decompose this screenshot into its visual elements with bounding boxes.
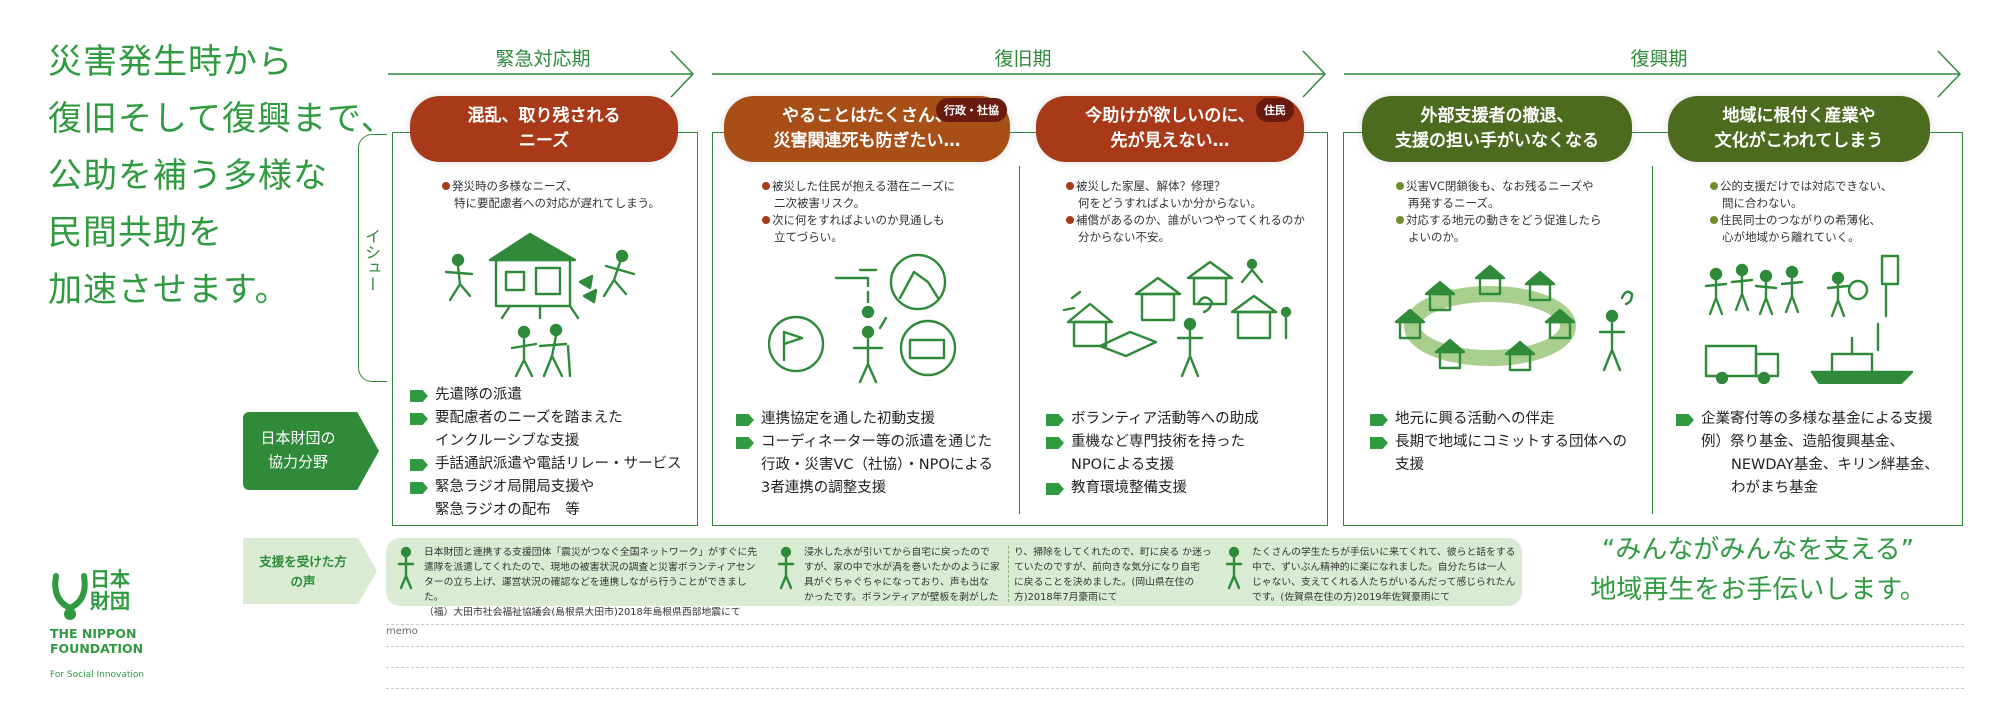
voices-divider <box>1008 546 1009 602</box>
person-icon <box>777 546 795 590</box>
memo-line <box>386 688 1964 689</box>
voice-1: 日本財団と連携する支援団体「震災がつなぐ全国ネットワーク」がすぐに先遣隊を派遣し… <box>424 547 758 618</box>
voices-label: 支援を受けた方の声 <box>259 554 347 589</box>
issue-label: イシュー <box>362 228 381 292</box>
phase-label-recovery: 復旧期 <box>994 48 1052 70</box>
phase-label-reconstruction: 復興期 <box>1630 48 1688 70</box>
headline-line: 民間共助を <box>48 213 223 253</box>
voice-3: り、掃除をしてくれたので、町に戻る か迷っていたのですが、前向きな気分になり自宅… <box>1014 547 1212 603</box>
arrow-icon <box>410 390 428 402</box>
bullet-icon <box>1710 182 1718 190</box>
slogan: “みんながみんなを支える” 地域再生をお手伝いします。 <box>1548 530 1968 610</box>
arrow-icon <box>736 414 754 426</box>
arrow-icon <box>1370 437 1388 449</box>
support-list-residents: ボランティア活動等への助成 重機など専門技術を持った NPOによる支援 教育環境… <box>1046 408 1336 500</box>
issue-list-emergency: 発災時の多様なニーズ、 特に要配慮者への対応が遅れてしまう。 <box>442 178 692 212</box>
evacuation-illustration <box>444 232 636 378</box>
bullet-icon <box>1066 216 1074 224</box>
logo-japanese: 日本財団 <box>90 567 130 613</box>
column-title-residents: 今助けが欲しいのに、先が見えない… <box>1036 96 1304 162</box>
residents-illustration <box>1062 258 1292 378</box>
memo-line <box>386 624 1964 625</box>
phase-arrows <box>388 50 1962 98</box>
arrow-icon <box>1046 414 1064 426</box>
voices-badge <box>243 538 377 604</box>
bullet-icon <box>762 216 770 224</box>
headline: 災害発生時から 復旧そして復興まで、 公助を補う多様な 民間共助を 加速させます… <box>48 34 396 319</box>
person-icon <box>397 546 415 590</box>
column-title-emergency: 混乱、取り残されるニーズ <box>410 96 678 162</box>
recovery-box <box>712 132 1328 526</box>
community-illustration <box>1394 264 1634 372</box>
voice-4: たくさんの学生たちが手伝いに来てくれて、彼らと話をする中で、ずいぶん精神的に楽に… <box>1252 547 1516 603</box>
arrow-icon <box>1046 437 1064 449</box>
cooperation-label-line: 日本財団の <box>260 429 336 447</box>
slogan-line: “みんながみんなを支える” <box>1601 535 1915 565</box>
memo-label: memo <box>386 626 418 637</box>
memo-line <box>386 667 1964 668</box>
voice-2: 浸水した水が引いてから自宅に戻ったのですが、家の中で水が渦を巻いたかのように家具… <box>804 547 1000 603</box>
memo-line <box>386 646 1964 647</box>
cooperation-label-line: 協力分野 <box>267 453 328 471</box>
support-list-culture: 企業寄付等の多様な基金による支援 例）祭り基金、造船復興基金、 NEWDAY基金… <box>1676 408 1962 500</box>
nippon-foundation-logo-icon <box>52 573 88 620</box>
headline-line: 公助を補う多様な <box>48 156 328 196</box>
arrow-icon <box>1370 414 1388 426</box>
slogan-line: 地域再生をお手伝いします。 <box>1590 575 1926 605</box>
arrow-icon <box>736 437 754 449</box>
support-list-government: 連携協定を通した初動支援 コーディネーター等の派遣を通じた 行政・災害VC（社協… <box>736 408 1026 500</box>
cooperation-area-badge <box>243 412 379 490</box>
issue-list-external: 災害VC閉鎖後も、なお残るニーズや 再発するニーズ。 対応する地元の動きをどう促… <box>1396 178 1646 246</box>
support-list-emergency: 先遣隊の派遣 要配慮者のニーズを踏まえた インクルーシブな支援 手話通訳派遣や電… <box>410 384 710 522</box>
arrow-icon <box>410 459 428 471</box>
person-icon <box>1225 546 1243 590</box>
bullet-icon <box>1066 182 1074 190</box>
coordination-illustration <box>768 253 957 384</box>
emergency-box <box>392 132 698 526</box>
issue-bracket <box>358 134 387 382</box>
recovery-divider <box>1019 166 1020 514</box>
bullet-icon <box>1396 182 1404 190</box>
issue-list-residents: 被災した家屋、解体？修理？ 何をどうすればよいか分からない。 補償があるのか、誰… <box>1066 178 1326 246</box>
column-title-government: やることはたくさん、災害関連死も防ぎたい… <box>724 96 1010 162</box>
reconstruction-box <box>1343 132 1963 526</box>
column-title-external: 外部支援者の撤退、支援の担い手がいなくなる <box>1362 96 1632 162</box>
tag-government: 行政・社協 <box>936 98 1007 122</box>
arrow-icon <box>1676 414 1694 426</box>
issue-list-government: 被災した住民が抱える潜在ニーズに 二次被害リスク。 次に何をすればよいのか見通し… <box>762 178 1012 246</box>
bullet-icon <box>762 182 770 190</box>
bullet-icon <box>1396 216 1404 224</box>
column-title-culture: 地域に根付く産業や文化がこわれてしまう <box>1668 96 1930 162</box>
headline-line: 復旧そして復興まで、 <box>48 99 396 139</box>
arrow-icon <box>410 482 428 494</box>
bullet-icon <box>1710 216 1718 224</box>
arrow-icon <box>410 413 428 425</box>
tag-residents: 住民 <box>1256 98 1294 122</box>
industry-culture-illustration <box>1704 254 1914 384</box>
voices-panel <box>386 538 1522 606</box>
reconstruction-divider <box>1652 166 1653 514</box>
headline-line: 災害発生時から <box>48 42 293 82</box>
phase-label-emergency: 緊急対応期 <box>495 48 591 70</box>
support-list-external: 地元に興る活動への伴走 長期で地域にコミットする団体への 支援 <box>1370 408 1660 477</box>
cooperation-area-label: 日本財団の 協力分野 <box>248 426 348 474</box>
logo-tagline: For Social Innovation <box>50 670 145 680</box>
arrow-icon <box>1046 483 1064 495</box>
bullet-icon <box>442 182 450 190</box>
headline-line: 加速させます。 <box>48 270 290 310</box>
issue-list-culture: 公的支援だけでは対応できない、 間に合わない。 住民同士のつながりの希薄化、 心… <box>1710 178 1950 246</box>
